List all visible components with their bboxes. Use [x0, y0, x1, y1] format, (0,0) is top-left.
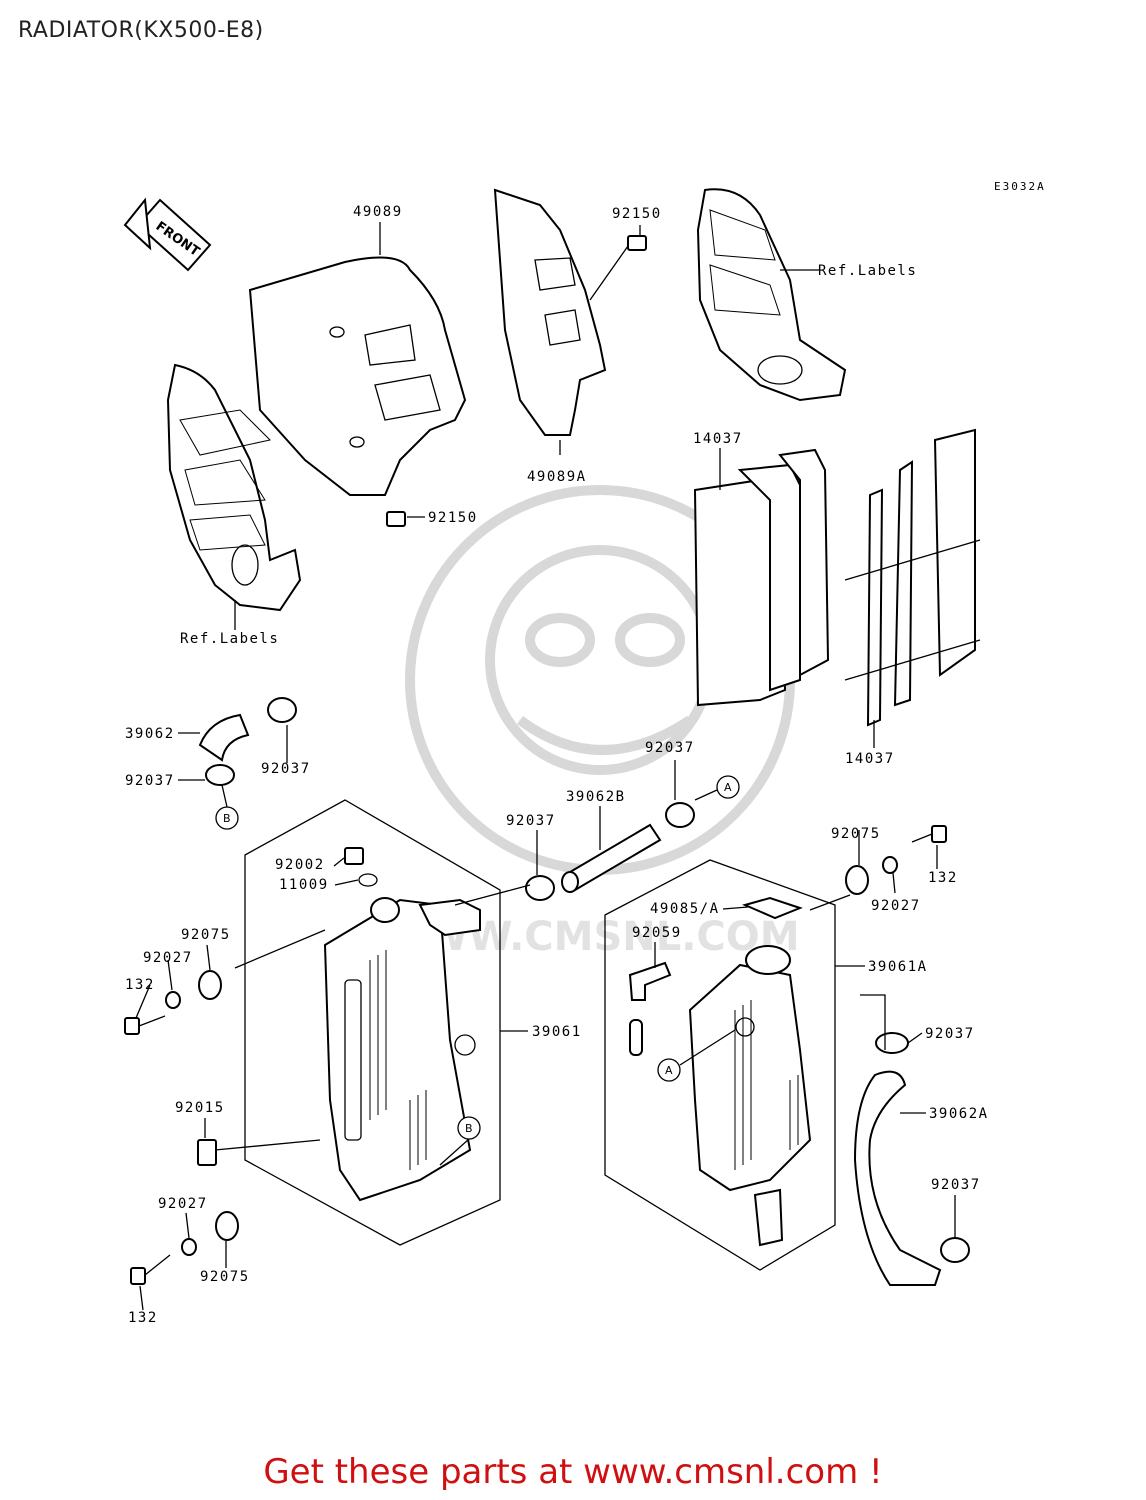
svg-text:A: A: [724, 781, 732, 794]
callout-label: 92027: [143, 950, 193, 966]
callout-label: 92037: [506, 813, 556, 829]
ref-circle-a-2: A: [657, 1029, 736, 1082]
callout-label: 92059: [632, 925, 682, 941]
callout-label: 132: [128, 1310, 158, 1326]
callout-label: 14037: [693, 431, 743, 447]
callout-label: 92027: [871, 898, 921, 914]
callout-label: Ref.Labels: [180, 631, 279, 647]
diagram-code: E3032A: [994, 180, 1046, 193]
callout-label: 92075: [831, 826, 881, 842]
callout-label: 92150: [612, 206, 662, 222]
svg-text:B: B: [465, 1122, 473, 1135]
callout-label: 14037: [845, 751, 895, 767]
callout-label: 92015: [175, 1100, 225, 1116]
svg-text:B: B: [223, 812, 231, 825]
callout-label: 92037: [125, 773, 175, 789]
ref-circle-b-2: B: [439, 1116, 481, 1166]
left-radiator-part: [244, 799, 501, 1246]
svg-text:A: A: [665, 1064, 673, 1077]
callout-label: 49085/A: [650, 901, 720, 917]
callout-label: 92037: [925, 1026, 975, 1042]
page-title: RADIATOR(KX500-E8): [18, 18, 264, 43]
callout-label: 92002: [275, 857, 325, 873]
hose-39062b-part: [561, 823, 662, 893]
radiator-shroud-part: [248, 256, 467, 496]
right-radiator-part: [604, 859, 836, 1271]
hose-39062-part: [198, 713, 250, 762]
callout-label: 92150: [428, 510, 478, 526]
hose-92059-part: [628, 961, 672, 1056]
hose-39062a-part: [853, 1070, 942, 1286]
callout-label: 92037: [261, 761, 311, 777]
callout-label: 92075: [181, 927, 231, 943]
leader-lines: [135, 222, 956, 1311]
ref-circle-b-1: B: [215, 784, 239, 830]
callout-label: 132: [928, 870, 958, 886]
callout-label: 39062: [125, 726, 175, 742]
left-shroud-labels-part: [166, 363, 302, 612]
callout-label: 92027: [158, 1196, 208, 1212]
callout-label: 92037: [645, 740, 695, 756]
radiator-louver-right-part: [844, 428, 981, 727]
callout-label: Ref.Labels: [818, 263, 917, 279]
callout-label: 39061: [532, 1024, 582, 1040]
callout-labels: 49089 92150 Ref.Labels 92150 49089A 1403…: [125, 204, 989, 1326]
ref-circle-a-1: A: [694, 775, 740, 801]
side-shroud-part: [493, 188, 607, 436]
callout-label: 11009: [279, 877, 329, 893]
callout-label: 49089A: [527, 469, 587, 485]
callout-label: 39061A: [868, 959, 928, 975]
callout-label: 132: [125, 977, 155, 993]
fasteners-part: [124, 235, 947, 1285]
callout-label: 39062B: [566, 789, 626, 805]
callout-label: 49089: [353, 204, 403, 220]
front-arrow-icon: FRONT: [123, 197, 212, 272]
hose-clamps-part: [205, 697, 970, 1263]
callout-label: 39062A: [929, 1106, 989, 1122]
right-shroud-labels-part: [696, 188, 847, 402]
callout-label: 92075: [200, 1269, 250, 1285]
radiator-louver-left-part: [693, 448, 830, 707]
callout-label: 92037: [931, 1177, 981, 1193]
promo-link[interactable]: Get these parts at www.cmsnl.com !: [263, 1452, 883, 1492]
